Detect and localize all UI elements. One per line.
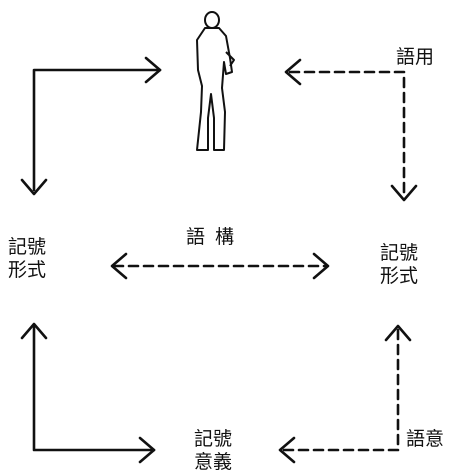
sign-meaning-label: 記號 意義 xyxy=(194,428,232,474)
sign-meaning-line-1: 記號 xyxy=(194,428,233,450)
left-sign-form-line-2: 形式 xyxy=(8,259,47,281)
syntactics-label: 語 構 xyxy=(186,226,235,248)
right-sign-form-label: 記號 形式 xyxy=(380,242,418,288)
right-sign-form-line-1: 記號 xyxy=(380,242,419,264)
sign-meaning-line-2: 意義 xyxy=(194,451,233,473)
person-figure-icon xyxy=(196,11,235,151)
arrow-semantics-dashed xyxy=(278,324,412,464)
arrow-pragmatics-dashed xyxy=(284,58,418,202)
arrow-syntactics-dashed xyxy=(110,252,330,280)
left-sign-form-label: 記號 形式 xyxy=(8,236,46,282)
pragmatics-label: 語用 xyxy=(396,46,435,68)
left-sign-form-line-1: 記號 xyxy=(8,236,47,258)
right-sign-form-line-2: 形式 xyxy=(380,265,419,287)
semantics-label: 語意 xyxy=(406,428,445,450)
arrow-left-bottom-solid xyxy=(20,322,156,464)
arrow-left-top-solid xyxy=(20,56,162,196)
